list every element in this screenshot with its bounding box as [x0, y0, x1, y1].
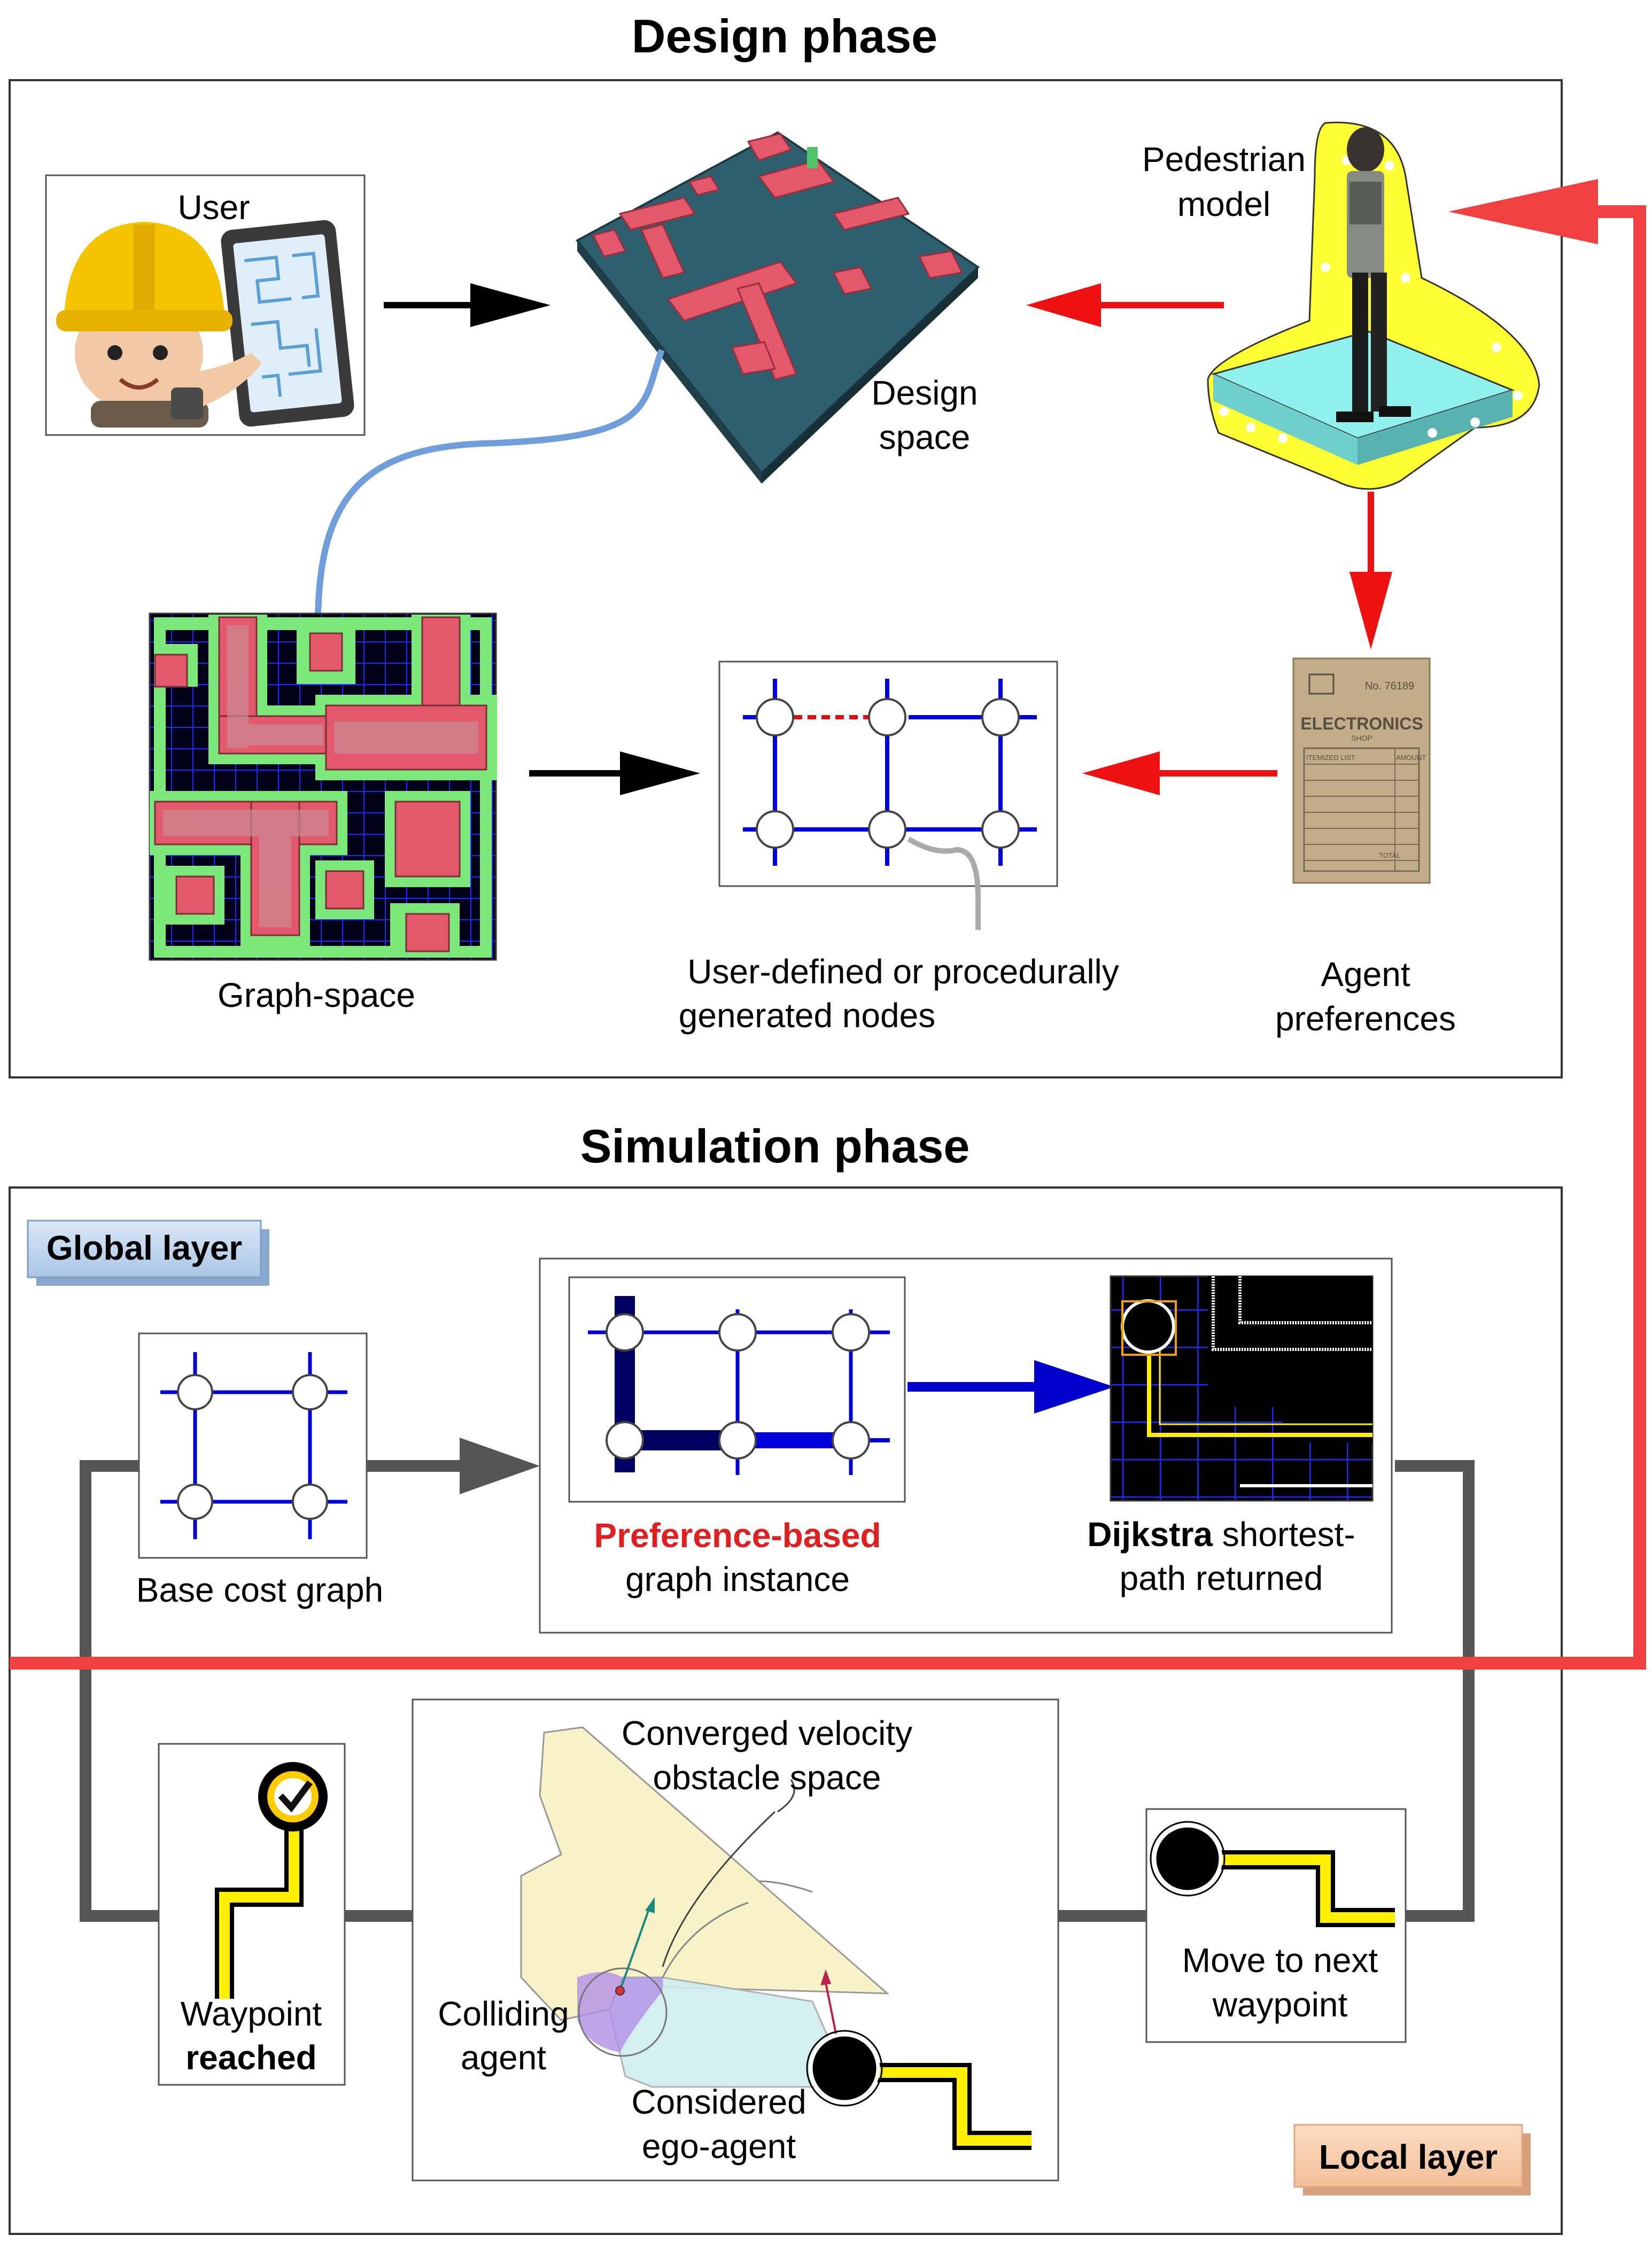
local-loop-path [80, 1460, 1475, 1922]
arrow-user-to-design-space [384, 283, 550, 327]
design-space-render [575, 131, 980, 484]
arrow-preferences-to-nodes [1082, 751, 1277, 795]
dijkstra-rest: shortest- [1213, 1515, 1355, 1554]
ego-label-1: Considered [631, 2083, 806, 2121]
preference-based-label: Preference-based [594, 1516, 881, 1555]
global-layer-tag: Global layer [27, 1220, 269, 1286]
ego-label-2: ego-agent [642, 2127, 796, 2166]
nodes-label-2: generated nodes [679, 996, 935, 1035]
feedback-red-line [10, 205, 1646, 1670]
arrow-base-to-instance [367, 1438, 540, 1494]
simulation-phase-frame [9, 1186, 1563, 2235]
design-to-graph-link [315, 348, 665, 615]
velocity-obstacle-panel [412, 1698, 1059, 2182]
local-layer-tag: Local layer [1293, 2124, 1531, 2195]
colliding-label-2: agent [461, 2038, 546, 2077]
design-space-label-1: Design [871, 374, 978, 412]
arrow-graph-to-nodes [529, 751, 700, 795]
tablet-icon [221, 220, 354, 427]
user-label: User [177, 188, 250, 227]
dijkstra-label-line2: path returned [1120, 1559, 1323, 1597]
feedback-arrowhead [1448, 179, 1598, 244]
graph-space-render [149, 612, 497, 961]
node-circle [868, 698, 906, 736]
nodes-panel [718, 661, 1058, 930]
design-phase-title: Design phase [632, 10, 937, 63]
tv-icon [1308, 673, 1335, 695]
receipt-shop-name: ELECTRONICS [1300, 714, 1423, 733]
node-circle [756, 698, 794, 736]
receipt-col-items: ITEMIZED LIST [1306, 754, 1355, 762]
user-panel: User [45, 174, 366, 436]
velocity-label-1: Converged velocity [622, 1714, 912, 1752]
dijkstra-label-line1: Dijkstra shortest- [1087, 1515, 1355, 1554]
node-circle [868, 810, 906, 849]
ego-agent-icon [809, 2032, 880, 2104]
nodes-label-1: User-defined or procedurally [687, 952, 1119, 991]
waypoint-label-2: reached [185, 2038, 316, 2077]
design-space-label-2: space [879, 418, 971, 456]
nodes-callout-line [907, 836, 981, 930]
receipt-shop-type: SHOP [1351, 734, 1372, 742]
agent-preferences-label-2: preferences [1275, 999, 1456, 1038]
graph-instance-label: graph instance [625, 1560, 850, 1598]
design-phase-frame [9, 79, 1563, 1078]
user-avatar [56, 222, 262, 428]
preference-graph-panel [568, 1276, 906, 1503]
arrow-instance-to-dijkstra [908, 1360, 1114, 1414]
arrow-pedestrian-to-preferences [1349, 492, 1392, 649]
receipt-number: No. 76189 [1365, 680, 1414, 692]
colliding-label-1: Colliding [438, 1994, 569, 2033]
move-to-waypoint-panel [1145, 1808, 1407, 2043]
receipt-total: TOTAL [1379, 851, 1401, 859]
waypoint-reached-panel [158, 1743, 346, 2086]
arrow-pedestrian-to-design-space [1026, 283, 1224, 327]
base-cost-graph-panel [138, 1332, 368, 1559]
simulation-phase-title: Simulation phase [580, 1120, 970, 1173]
move-label-1: Move to next [1182, 1941, 1378, 1980]
receipt-col-amount: AMOUNT [1396, 754, 1426, 762]
global-layer-label: Global layer [46, 1229, 242, 1267]
node-circle [756, 810, 794, 849]
dijkstra-path-panel [1110, 1275, 1374, 1502]
pedestrian-model-label-2: model [1177, 185, 1270, 223]
node-circle [981, 810, 1020, 849]
dijkstra-bold: Dijkstra [1087, 1515, 1213, 1554]
node-circle [981, 698, 1020, 736]
agent-icon [1152, 1823, 1223, 1894]
graph-space-label: Graph-space [218, 976, 415, 1014]
waypoint-label-1: Waypoint [181, 1994, 322, 2033]
agent-preferences-label-1: Agent [1321, 955, 1410, 994]
local-layer-label: Local layer [1319, 2138, 1498, 2176]
agent-preferences-receipt: No. 76189 ELECTRONICS SHOP ITEMIZED LIST… [1292, 657, 1431, 884]
base-cost-graph-label: Base cost graph [136, 1571, 384, 1609]
move-label-2: waypoint [1212, 1985, 1348, 2024]
velocity-label-2: obstacle space [653, 1758, 881, 1797]
pedestrian-model-label-1: Pedestrian [1142, 140, 1306, 178]
pedestrian-model-render [1207, 121, 1540, 490]
